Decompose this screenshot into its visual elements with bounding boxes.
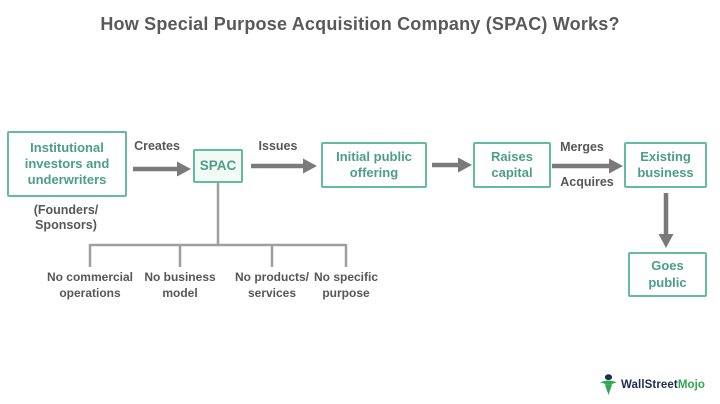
spac-characteristic: No commercial operations: [46, 270, 134, 300]
ipo-to-raises-arrow: [432, 157, 472, 173]
spac-tree-lines: [88, 183, 348, 267]
creates-arrow: [133, 161, 191, 177]
flow-arrows: [133, 157, 674, 248]
ipo-box: Initial public offering: [321, 142, 427, 188]
brand-part2: Mojo: [677, 379, 706, 391]
wallstreetmojo-logo: WallStreetMojo: [600, 374, 705, 396]
issues-arrow: [251, 158, 317, 174]
goes-public-box: Goes public: [628, 252, 707, 297]
spac-characteristic: No business model: [144, 270, 216, 300]
spac-box: SPAC: [193, 149, 243, 183]
founders-caption-line1: (Founders/: [33, 203, 99, 217]
founders-box: Institutional investors and underwriters: [7, 131, 127, 197]
creates-label: Creates: [134, 139, 180, 153]
brand-name: WallStreetMojo: [621, 379, 705, 391]
issues-label: Issues: [258, 139, 298, 153]
spac-characteristic: No specific purpose: [313, 270, 379, 300]
spac-characteristic: No products/ services: [235, 270, 309, 300]
mojo-figure-icon: [600, 374, 617, 396]
founders-caption: (Founders/ Sponsors): [13, 203, 119, 233]
merges-label: Merges: [560, 140, 604, 154]
brand-part1: WallStreet: [621, 379, 678, 391]
founders-caption-line2: Sponsors): [35, 218, 97, 232]
merges-acquires-arrow: [552, 158, 623, 174]
page-title: How Special Purpose Acquisition Company …: [100, 14, 620, 34]
existing-business-box: Existing business: [624, 142, 707, 188]
goes-public-arrow: [658, 193, 674, 248]
acquires-label: Acquires: [560, 175, 614, 189]
raises-capital-box: Raises capital: [473, 142, 551, 188]
